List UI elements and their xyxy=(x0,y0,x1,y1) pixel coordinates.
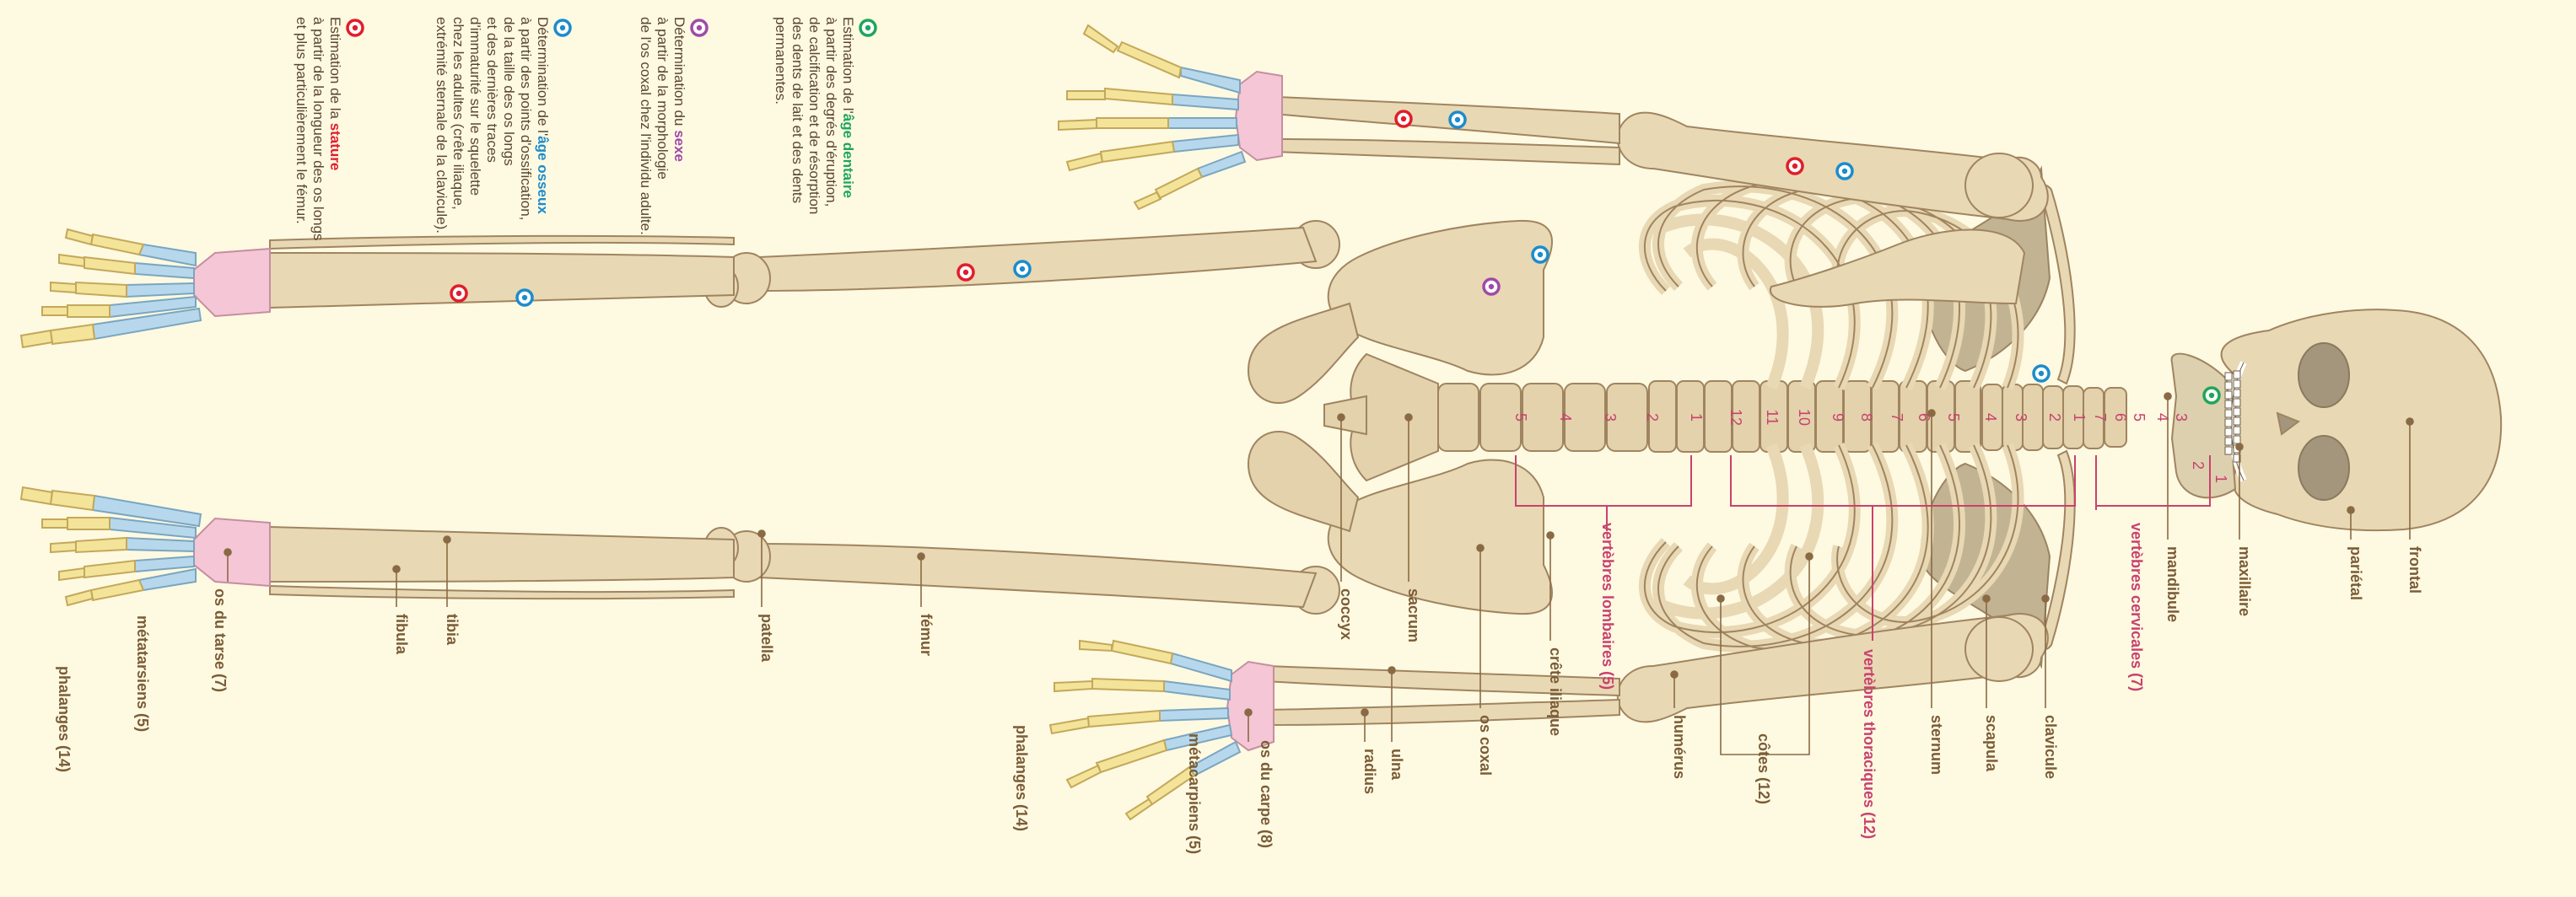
thoracic-7: 7 xyxy=(1889,413,1905,422)
legend-bone-age-line1: à partir des points d'ossification, xyxy=(518,17,534,220)
stature-marker-femur xyxy=(958,265,973,280)
cervical-1: 1 xyxy=(2212,475,2229,483)
bone-age-marker-radius-top xyxy=(1837,164,1852,179)
lumbar-3: 3 xyxy=(1602,413,1619,422)
legend-dental-age-line4: permanentes. xyxy=(773,17,789,105)
thoracic-8: 8 xyxy=(1858,413,1875,422)
cervical-4: 4 xyxy=(2154,413,2171,422)
thoracic-11: 11 xyxy=(1764,410,1781,426)
label-os-coxal: os coxal xyxy=(1477,715,1494,776)
legend-dental-age-line3: des dents de lait et des dents xyxy=(790,17,806,203)
label-frontal: frontal xyxy=(2406,546,2423,594)
thoracic-9: 9 xyxy=(1830,413,1846,422)
bone-age-marker-humerus-top xyxy=(1450,112,1465,127)
cervical-2: 2 xyxy=(2190,461,2207,470)
stature-marker-humerus-top xyxy=(1396,111,1411,126)
legend-stature-title: Estimation de la stature xyxy=(327,17,343,170)
legend-sex-line2: de l'os coxal chez l'individu adulte. xyxy=(638,17,654,235)
lumbar-5: 5 xyxy=(1512,413,1529,422)
dental-age-marker xyxy=(2204,388,2219,403)
label-tibia: tibia xyxy=(444,614,461,646)
label-scapula: scapula xyxy=(1983,715,2000,772)
bone-age-marker-tibia xyxy=(517,290,532,305)
label-patella: patella xyxy=(758,614,775,663)
thoracic-1: 1 xyxy=(2071,413,2088,422)
legend-stature-line2: à partir de la longueur des os longs xyxy=(310,17,326,241)
label-ulna: ulna xyxy=(1388,749,1405,781)
lumbar-4: 4 xyxy=(1557,413,1574,422)
cervical-5: 5 xyxy=(2131,413,2148,422)
label-clavicule: clavicule xyxy=(2042,715,2059,779)
cervical-3: 3 xyxy=(2173,413,2190,422)
label-metacarpiens: métacarpiens (5) xyxy=(1186,733,1203,854)
thoracic-5: 5 xyxy=(1945,413,1962,422)
stature-marker-radius-top xyxy=(1787,158,1803,174)
legend-stature-line3: et plus particulièrement le fémur. xyxy=(294,17,310,224)
label-vert-lombaires: vertèbres lombaires (5) xyxy=(1599,523,1616,690)
label-phalanges-main: phalanges (14) xyxy=(1013,725,1030,831)
bone-age-marker-iliac-crest xyxy=(1533,247,1548,262)
label-os-carpe: os du carpe (8) xyxy=(1258,740,1275,848)
purple-target-icon xyxy=(692,20,707,35)
label-vert-cervicales: vertèbres cervicales (7) xyxy=(2128,523,2145,691)
label-sternum: sternum xyxy=(1928,715,1945,775)
legend-bone-age-line5: chez les adultes (crête iliaque, xyxy=(450,17,466,210)
thoracic-10: 10 xyxy=(1796,409,1813,426)
label-vert-thoraciques: vertèbres thoraciques (12) xyxy=(1861,649,1878,839)
label-radius: radius xyxy=(1361,749,1378,794)
stature-marker-tibia xyxy=(451,286,466,301)
thoracic-12: 12 xyxy=(1727,409,1744,426)
label-metatarsiens: métatarsiens (5) xyxy=(134,615,151,732)
legend-dental-age-title: Estimation de l'âge dentaire xyxy=(840,17,856,198)
label-cotes: côtes (12) xyxy=(1755,733,1772,804)
thoracic-3: 3 xyxy=(2013,413,2029,422)
thoracic-2: 2 xyxy=(2046,413,2063,422)
cervical-6: 6 xyxy=(2112,413,2129,422)
green-target-icon xyxy=(860,20,876,35)
lumbar-1: 1 xyxy=(1688,413,1705,422)
label-coccyx: coccyx xyxy=(1338,588,1355,640)
legend-dental-age-line2: de calcification et de résorption xyxy=(806,17,822,214)
legend-bone-age-line6: extrémité sternale de la clavicule). xyxy=(434,17,450,234)
legend-dental-age-line1: à partir des degrés d'éruption, xyxy=(823,17,839,207)
legend-bone-age-line4: d'immaturité sur le squelette xyxy=(467,17,483,196)
label-phalanges-pied: phalanges (14) xyxy=(56,666,73,772)
blue-target-icon xyxy=(555,20,570,35)
label-humerus: humérus xyxy=(1671,715,1688,779)
label-os-tarse: os du tarse (7) xyxy=(212,588,229,692)
lumbar-2: 2 xyxy=(1644,413,1661,422)
label-sacrum: sacrum xyxy=(1405,588,1422,642)
legend-bone-age-line2: de la taille des os longs xyxy=(501,17,517,166)
label-femur: fémur xyxy=(918,614,935,656)
label-parietal: pariétal xyxy=(2347,546,2364,600)
thoracic-4: 4 xyxy=(1982,413,1999,422)
bone-age-marker-femur xyxy=(1015,261,1030,277)
sex-marker-coxal xyxy=(1484,279,1499,294)
legend-bone-age-line3: et des dernières traces xyxy=(484,17,500,163)
cervical-7: 7 xyxy=(2092,413,2109,422)
legend-sex-title: Détermination du sexe xyxy=(671,17,687,162)
legend-bone-age-title: Détermination de l'âge osseux xyxy=(535,17,551,214)
label-crete-iliaque: crête iliaque xyxy=(1547,647,1564,736)
bone-age-marker-clavicle xyxy=(2034,366,2049,381)
label-fibula: fibula xyxy=(393,614,410,655)
red-target-icon xyxy=(348,20,363,35)
legend-sex-line1: à partir de la morphologie xyxy=(655,17,671,180)
label-mandibule: mandibule xyxy=(2164,546,2181,622)
label-maxillaire: maxillaire xyxy=(2236,546,2253,616)
